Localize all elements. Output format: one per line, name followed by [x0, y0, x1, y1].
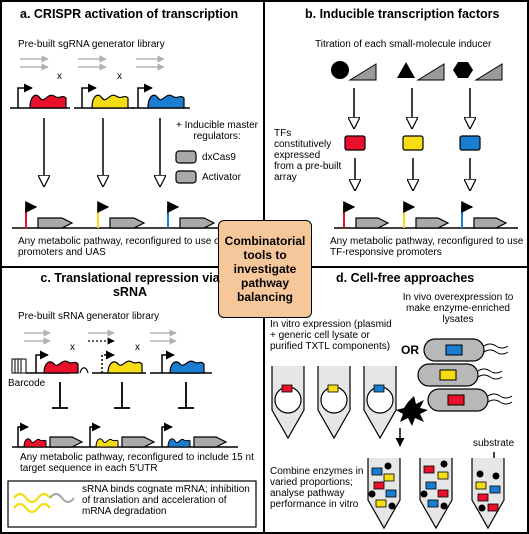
sgrna-yellow [91, 94, 129, 109]
srna-blue [169, 360, 205, 374]
inducer-circle-icon [331, 61, 349, 79]
in-vitro-tubes [271, 366, 397, 440]
combination-tubes [367, 458, 505, 530]
panel-a-legend-header: + Inducible master regulators: [176, 120, 258, 142]
lysate-cells [396, 338, 513, 426]
activator-legend-box [175, 170, 197, 184]
panel-c-cross-1: x [70, 342, 75, 353]
panel-b-subtitle: Titration of each small-molecule inducer [315, 39, 492, 50]
tf-blue [459, 135, 481, 151]
panel-a-pathway [12, 201, 238, 229]
panel-a-title: a. CRISPR activation of transcription [20, 7, 239, 21]
tf-yellow [402, 135, 424, 151]
sgrna-generators [10, 83, 190, 109]
legend-activator: Activator [202, 172, 241, 183]
barcode-label: Barcode [8, 378, 46, 389]
panel-b-pathway [334, 201, 518, 229]
srna-mrna-icon [13, 492, 51, 514]
panel-c-graphics [7, 329, 257, 528]
panel-c-caption: Any metabolic pathway, reconfigured to i… [20, 452, 254, 474]
panel-b-title: b. Inducible transcription factors [305, 7, 500, 21]
in-vivo-label: In vivo overexpression to make enzyme-en… [402, 292, 514, 325]
srna-legend-text: sRNA binds cognate mRNA; inhibition of t… [82, 484, 250, 517]
panel-d-title: d. Cell-free approaches [336, 271, 475, 285]
panel-b-graphics [331, 61, 518, 229]
panel-a-graphics [10, 55, 238, 229]
panel-d-graphics [271, 338, 513, 530]
panel-c-cross-2: x [135, 342, 140, 353]
or-label: OR [401, 343, 419, 357]
titration-wedge-2 [416, 63, 445, 81]
inducer-triangle-icon [397, 62, 415, 78]
srna-generators [11, 350, 212, 374]
panel-a-library-label: Pre-built sgRNA generator library [18, 39, 165, 50]
titration-wedge-3 [474, 63, 503, 81]
srna-legend-box [7, 480, 257, 528]
panel-a-cross-2: x [117, 71, 122, 82]
lysis-burst-icon [396, 396, 428, 426]
center-box: Combinatorial tools to investigate pathw… [218, 220, 312, 318]
srna-promoter-arrows [24, 329, 177, 345]
tf-note: TFs constitutively expressed from a pre-… [274, 128, 342, 183]
panel-c-title: c. Translational repression via sRNA [40, 271, 220, 299]
sgrna-red [29, 94, 67, 109]
in-vitro-label: In vitro expression (plasmid + generic c… [270, 319, 392, 352]
titration-wedge-1 [348, 63, 377, 81]
panel-c-pathway [12, 422, 238, 448]
combine-label: Combine enzymes in varied proportions; a… [270, 466, 364, 510]
sgrna-promoter-arrows [20, 55, 165, 71]
center-title: Combinatorial tools to investigate pathw… [224, 234, 306, 304]
substrate-label: substrate [473, 438, 515, 449]
srna-yellow [107, 360, 143, 374]
legend-dxcas9: dxCas9 [202, 152, 236, 163]
panel-a-caption: Any metabolic pathway, reconfigured to u… [18, 236, 229, 258]
srna-red [43, 360, 79, 374]
panel-c-library-label: Pre-built sRNA generator library [18, 311, 160, 322]
sgrna-blue [147, 94, 185, 109]
tf-red [344, 135, 366, 151]
barcode-icon [11, 358, 27, 374]
panel-a-cross-1: x [57, 71, 62, 82]
inducer-hexagon-icon [453, 62, 473, 78]
dxcas9-legend-box [175, 150, 197, 164]
panel-b-caption: Any metabolic pathway, reconfigured to u… [330, 236, 524, 258]
